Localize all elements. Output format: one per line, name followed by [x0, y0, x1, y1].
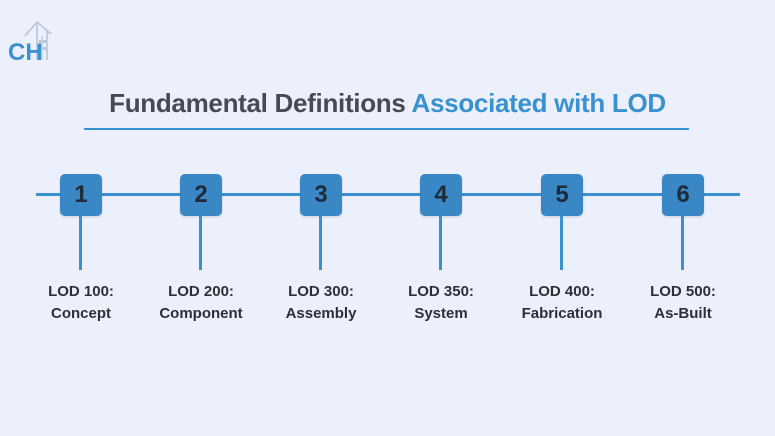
- step-name: Fabrication: [521, 305, 603, 322]
- step-number-badge: 4: [420, 174, 462, 216]
- brand-logo: CH: [5, 14, 57, 66]
- step-label: LOD 400: Fabrication: [492, 281, 632, 325]
- step-label: LOD 300: Assembly: [251, 281, 391, 325]
- step-label: LOD 100: Concept: [11, 281, 151, 325]
- step-number-badge: 3: [300, 174, 342, 216]
- step-code: LOD 100:: [48, 283, 114, 300]
- step-name: As-Built: [654, 305, 712, 322]
- step-name: Component: [159, 305, 243, 322]
- step-label: LOD 500: As-Built: [613, 281, 753, 325]
- title-primary: Fundamental Definitions: [109, 88, 406, 118]
- page-title: Fundamental Definitions Associated with …: [0, 88, 775, 119]
- step-connector: [681, 216, 684, 270]
- timeline-line: [36, 193, 740, 196]
- step-name: System: [414, 305, 468, 322]
- title-underline: [84, 128, 689, 130]
- logo-text: CH: [8, 39, 43, 66]
- step-connector: [199, 216, 202, 270]
- step-code: LOD 350:: [408, 283, 474, 300]
- step-number-badge: 2: [180, 174, 222, 216]
- step-number-badge: 1: [60, 174, 102, 216]
- step-connector: [439, 216, 442, 270]
- step-name: Assembly: [285, 305, 357, 322]
- title-accent: Associated with LOD: [411, 88, 667, 118]
- step-number-badge: 5: [541, 174, 583, 216]
- step-code: LOD 500:: [650, 283, 716, 300]
- building-logo-icon: CH: [8, 20, 52, 66]
- step-connector: [79, 216, 82, 270]
- step-label: LOD 200: Component: [131, 281, 271, 325]
- step-number-badge: 6: [662, 174, 704, 216]
- step-connector: [560, 216, 563, 270]
- step-code: LOD 300:: [288, 283, 354, 300]
- step-label: LOD 350: System: [371, 281, 511, 325]
- step-code: LOD 400:: [529, 283, 595, 300]
- step-connector: [319, 216, 322, 270]
- step-name: Concept: [51, 305, 111, 322]
- step-code: LOD 200:: [168, 283, 234, 300]
